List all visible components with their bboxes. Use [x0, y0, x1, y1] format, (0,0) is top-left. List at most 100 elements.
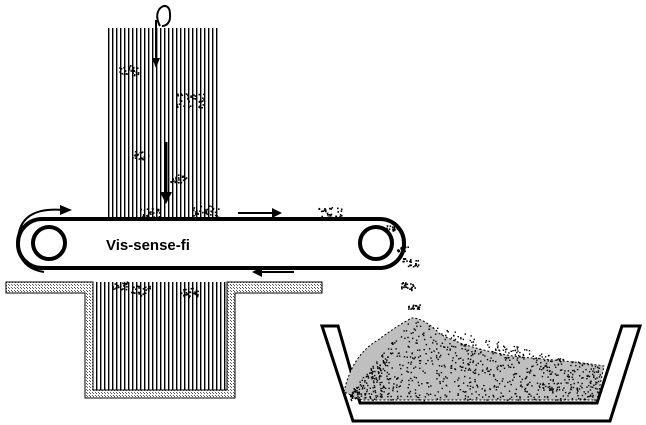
pile-grain [529, 372, 531, 374]
pile-grain [452, 357, 454, 359]
particle [121, 72, 124, 75]
pile-grain [380, 369, 382, 372]
pile-grain [519, 351, 521, 354]
pile-grain [425, 362, 427, 365]
pile-grain [564, 379, 566, 381]
particle [139, 285, 141, 288]
particle [405, 286, 408, 289]
pile-grain [396, 355, 398, 357]
pile-grain [559, 369, 562, 371]
pile-grain [417, 321, 419, 323]
pile-grain [364, 393, 366, 395]
particle [318, 207, 320, 210]
pile-grain [497, 345, 499, 347]
pile-grain [367, 377, 370, 379]
pile-grain [519, 375, 521, 378]
pile-grain [528, 353, 531, 355]
pile-grain [405, 330, 408, 332]
pile-grain [437, 327, 439, 329]
pile-grain [414, 356, 416, 359]
pile-grain [520, 384, 522, 386]
particle [389, 225, 392, 228]
particle [144, 292, 147, 294]
pile-grain [560, 363, 563, 365]
particle [151, 207, 154, 210]
particle [330, 213, 333, 216]
particle [396, 226, 399, 229]
pile-grain [406, 367, 409, 369]
pile-grain [556, 359, 558, 361]
pile-grain [486, 368, 488, 370]
particle [190, 95, 192, 97]
particle [179, 178, 182, 181]
particle [207, 212, 210, 215]
pile-grain [536, 363, 539, 366]
pile-grain [545, 362, 548, 365]
pile-grain [548, 354, 550, 357]
pile-grain [538, 399, 540, 401]
pile-grain [592, 396, 594, 398]
pile-grain [441, 365, 443, 367]
particle [134, 292, 136, 294]
particle [195, 294, 198, 296]
pile-grain [364, 397, 366, 399]
pile-grain [526, 384, 528, 386]
pile-grain [516, 357, 519, 359]
particle [123, 66, 125, 69]
particle [210, 214, 212, 216]
pile-grain [595, 383, 597, 385]
particle [128, 68, 131, 71]
pile-grain [376, 379, 379, 382]
particle [203, 214, 206, 216]
pile-grain [499, 370, 501, 372]
pile-grain [357, 386, 360, 388]
pile-grain [564, 391, 567, 394]
particle [417, 307, 420, 310]
pile-grain [432, 342, 434, 344]
pile-grain [403, 330, 405, 332]
particle [176, 105, 179, 108]
pile-grain [588, 384, 590, 387]
pile-grain [350, 398, 352, 400]
pile-grain [408, 392, 410, 394]
particle [335, 218, 337, 220]
particle [185, 292, 188, 294]
pile-grain [376, 362, 378, 365]
particle [143, 287, 146, 289]
pile-grain [418, 360, 421, 362]
pile-grain [410, 377, 412, 380]
pile-grain [534, 374, 536, 377]
particle [391, 226, 394, 228]
particle [176, 104, 178, 106]
pile-grain [594, 365, 597, 368]
particle [405, 282, 407, 284]
pile-grain [410, 395, 412, 398]
pile-grain [397, 397, 399, 399]
particle [126, 281, 129, 284]
particle [147, 214, 150, 216]
particle [112, 286, 115, 288]
particle [176, 181, 178, 183]
particle [135, 288, 137, 291]
pile-grain [390, 399, 392, 401]
pile-grain [547, 360, 549, 362]
pile-grain [512, 379, 514, 381]
pile-grain [502, 349, 505, 351]
pile-grain [422, 333, 424, 335]
particle [202, 104, 205, 106]
particle [412, 308, 415, 310]
pile-grain [571, 369, 574, 372]
pile-grain [571, 361, 573, 364]
pile-grain [371, 372, 373, 374]
pile-grain [502, 364, 504, 367]
pile-grain [436, 343, 438, 345]
pile-grain [531, 385, 533, 387]
pile-grain [376, 361, 378, 363]
pile-grain [358, 388, 361, 391]
particle [197, 290, 199, 293]
pile-grain [482, 363, 484, 366]
pile-grain [361, 379, 363, 382]
pile-grain [593, 375, 595, 377]
particle [386, 225, 389, 227]
particle [411, 307, 413, 309]
